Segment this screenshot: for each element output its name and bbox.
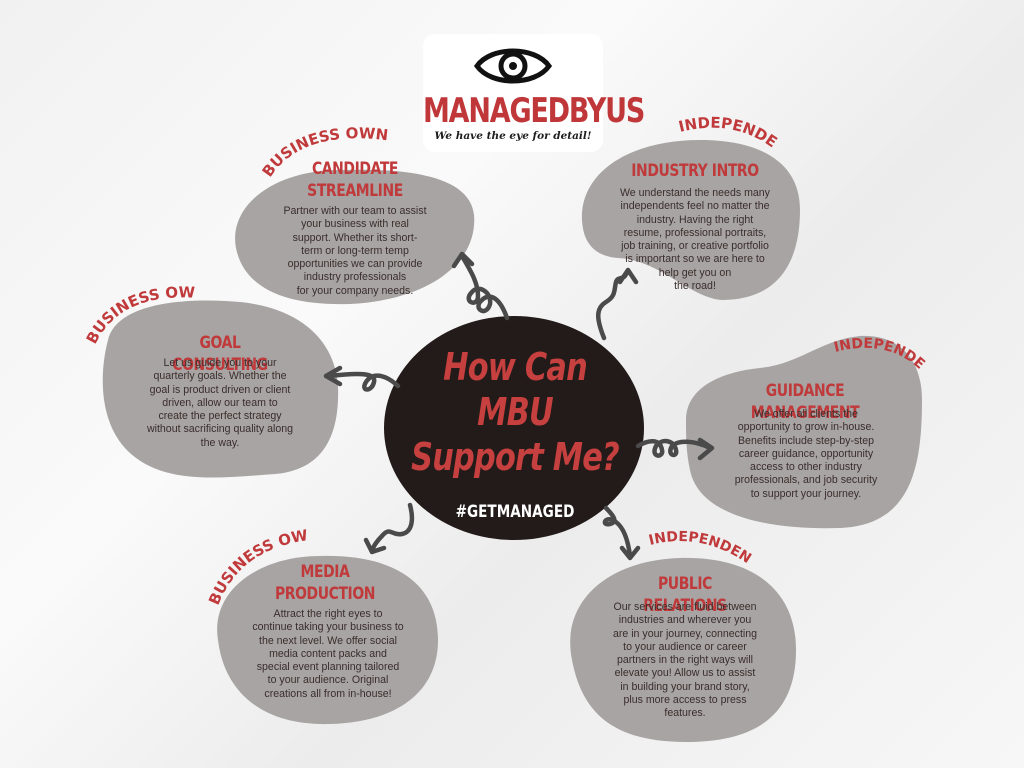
center-circle	[384, 316, 644, 540]
title-line: INDUSTRY INTRO	[631, 161, 759, 181]
question-line: MBU	[477, 390, 554, 434]
body-line: to your audience or career	[623, 640, 747, 653]
service-title-goal-consulting: GOAL CONSULTING	[150, 332, 289, 376]
title-line: CANDIDATE	[311, 159, 399, 179]
body-line: create the perfect strategy	[158, 410, 282, 423]
body-line: We understand the needs many	[620, 187, 770, 199]
body-line: for your company needs.	[296, 284, 414, 297]
blob-candidate-streamline	[235, 169, 475, 305]
body-line: Attract the right eyes to	[273, 608, 383, 620]
body-line: plus more access to press	[623, 694, 747, 707]
body-line: opportunity to grow in-house.	[737, 421, 875, 434]
body-line: help get you on	[658, 266, 732, 279]
body-line: Benefits include step-by-step	[737, 434, 875, 447]
service-body-guidance-management: We offer all clients the opportunity to …	[706, 408, 906, 501]
body-line: Our services are fluid between	[613, 601, 757, 613]
service-title-media-production: MEDIA PRODUCTION	[264, 561, 387, 605]
audience-label-industry-intro: INDEPENDENT	[0, 0, 780, 151]
service-body-public-relations: Our services are fluid between industrie…	[580, 601, 790, 721]
title-line: MEDIA	[300, 562, 350, 582]
body-line: media content packs and	[269, 647, 387, 660]
body-line: term or long-term temp	[301, 244, 409, 257]
title-line: GOAL CONSULTING	[172, 333, 268, 375]
blob-industry-intro	[581, 140, 800, 300]
arrow-to-public-relations	[602, 505, 641, 561]
body-line: creations all from in-house!	[264, 687, 392, 700]
center-question: How Can MBU Support Me?	[411, 345, 620, 480]
title-line: PRODUCTION	[274, 584, 376, 604]
question-line: How Can	[443, 345, 588, 389]
body-line: elevate you! Allow us to assist	[614, 667, 756, 680]
body-line: independents feel no matter the	[620, 200, 770, 213]
blob-goal-consulting	[102, 300, 339, 478]
service-title-candidate-streamline: CANDIDATE STREAMLINE	[294, 158, 417, 202]
body-line: resume, professional portraits,	[623, 226, 767, 239]
blob-public-relations	[570, 557, 796, 742]
service-title-public-relations: PUBLIC RELATIONS	[615, 573, 754, 617]
body-line: special event planning tailored	[256, 661, 400, 674]
brand-name: MANAGEDBYUS	[423, 92, 645, 131]
brand-tagline: We have the eye for detail!	[434, 130, 592, 142]
body-line: industry. Having the right	[636, 213, 754, 226]
audience-label-candidate-streamline: BUSINESS OWNER	[0, 0, 389, 180]
body-line: professionals, and job security	[734, 474, 878, 487]
body-line: We offer all clients the	[754, 408, 858, 420]
body-line: access to other industry	[750, 461, 862, 474]
body-line: job training, or creative portfolio	[621, 240, 769, 253]
arrow-to-candidate-streamline	[451, 251, 510, 321]
eye-icon	[473, 48, 553, 84]
blob-guidance-management	[686, 335, 922, 529]
body-line: opportunities we can provide	[287, 258, 423, 271]
service-body-industry-intro: We understand the needs many independent…	[590, 187, 800, 293]
body-line: driven, allow our team to	[162, 396, 278, 409]
body-line: in building your brand story,	[620, 680, 750, 693]
body-line: Partner with our team to assist	[283, 205, 427, 217]
audience-label-goal-consulting: BUSINESS OWNER	[0, 0, 196, 347]
body-line: to support your journey.	[750, 487, 862, 500]
body-line: features.	[664, 707, 706, 720]
arrow-to-media-production	[363, 502, 415, 555]
service-body-candidate-streamline: Partner with our team to assist your bus…	[250, 205, 460, 298]
body-line: the way.	[200, 436, 240, 449]
blob-media-production	[217, 555, 438, 725]
arrow-to-guidance-management	[635, 437, 715, 461]
title-line: GUIDANCE MANAGEMENT	[750, 381, 860, 423]
body-line: the road!	[674, 280, 716, 293]
body-line: is important so we are here to	[625, 253, 765, 266]
body-line: are in your journey, connecting	[612, 627, 758, 640]
body-line: continue taking your business to	[252, 621, 404, 634]
logo-card: MANAGEDBYUS We have the eye for detail!	[423, 34, 645, 152]
body-line: to your audience. Original	[267, 674, 389, 687]
body-line: Let us guide you to your	[163, 357, 277, 369]
hashtag: #GETMANAGED	[455, 502, 575, 522]
title-line: PUBLIC RELATIONS	[643, 574, 727, 616]
body-line: industries and wherever you	[618, 614, 752, 627]
body-line: partners in the right ways will	[616, 654, 753, 667]
arrow-to-industry-intro	[596, 267, 639, 341]
body-line: support. Whether its short-	[292, 231, 418, 244]
service-body-goal-consulting: Let us guide you to your quarterly goals…	[122, 357, 318, 450]
body-line: the next level. We offer social	[259, 634, 397, 647]
body-line: career guidance, opportunity	[738, 447, 874, 460]
body-line: your business with real	[301, 218, 409, 231]
body-line: goal is product driven or client	[149, 383, 291, 396]
body-line: quarterly goals. Whether the	[153, 370, 287, 383]
title-line: STREAMLINE	[307, 181, 403, 201]
body-line: industry professionals	[303, 271, 407, 284]
body-line: without sacrificing quality along	[146, 423, 294, 436]
service-title-guidance-management: GUIDANCE MANAGEMENT	[723, 380, 887, 424]
service-body-media-production: Attract the right eyes to continue takin…	[228, 608, 428, 701]
service-title-industry-intro: INDUSTRY INTRO	[625, 160, 764, 182]
arrow-to-goal-consulting	[323, 365, 401, 392]
question-line: Support Me?	[411, 435, 620, 479]
